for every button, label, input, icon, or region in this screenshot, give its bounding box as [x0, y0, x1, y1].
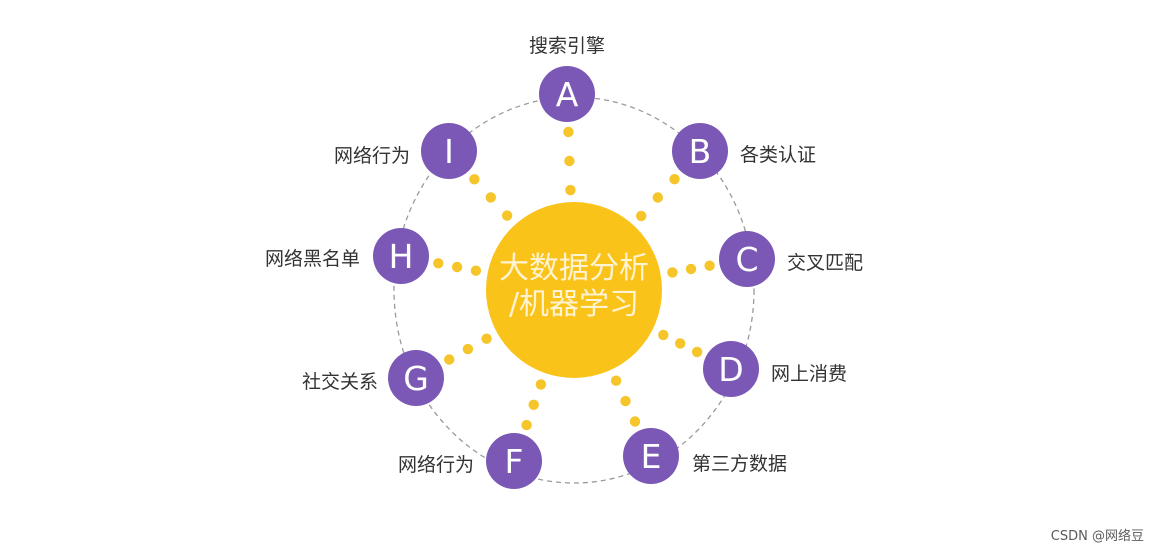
node-circle	[623, 428, 679, 484]
node-letter: H	[389, 237, 414, 276]
connector-dot	[620, 395, 631, 407]
connector-dot	[669, 174, 680, 185]
node-letter: A	[556, 75, 579, 114]
connector-dot	[469, 174, 480, 185]
node-label: 网络行为	[334, 145, 410, 167]
node-c: C 交叉匹配	[719, 231, 863, 287]
node-circle	[672, 123, 728, 179]
node-circle	[373, 228, 429, 284]
node-letter: G	[403, 359, 429, 398]
node-letter: E	[641, 437, 662, 476]
node-label: 搜索引擎	[529, 35, 605, 57]
connector-dot	[667, 267, 678, 278]
center-title-line1: 大数据分析	[499, 251, 649, 286]
node-label: 各类认证	[740, 144, 816, 166]
connector-dot	[535, 379, 547, 390]
node-circle	[719, 231, 775, 287]
watermark: CSDN @网络豆	[1050, 529, 1144, 544]
node-label: 社交关系	[302, 371, 378, 393]
node-label: 交叉匹配	[787, 252, 863, 274]
connector-dot	[629, 416, 641, 427]
node-letter: F	[505, 442, 524, 481]
connector-dot	[610, 375, 622, 386]
node-label: 网络黑名单	[265, 248, 360, 270]
node-letter: I	[444, 132, 454, 171]
connector-dot	[481, 333, 492, 344]
connector-dot	[501, 210, 513, 221]
node-f: F 网络行为	[398, 433, 542, 489]
connector-dot	[462, 343, 474, 355]
connector-dot	[565, 184, 576, 196]
node-letter: D	[718, 350, 743, 389]
connector-dot	[521, 419, 532, 431]
connector-dot	[564, 155, 575, 167]
connector-dot	[652, 192, 663, 203]
node-e: E 第三方数据	[623, 428, 787, 484]
connector-dot	[444, 354, 455, 365]
center-title-line2: /机器学习	[509, 287, 639, 322]
connector-dot	[563, 126, 574, 138]
source-nodes: A 搜索引擎 B 各类认证 C 交叉匹配 D 网上消费 E 第三方数据 F 网络行为 G 社交关系 H 网络黑…	[265, 35, 863, 489]
node-h: H 网络黑名单	[265, 228, 429, 284]
center-circle	[486, 202, 662, 378]
connector-dot	[451, 261, 463, 273]
node-circle	[388, 350, 444, 406]
node-g: G 社交关系	[302, 350, 444, 406]
node-circle	[486, 433, 542, 489]
node-b: B 各类认证	[672, 123, 816, 179]
node-circle	[421, 123, 477, 179]
connector-dot	[433, 258, 444, 269]
node-letter: C	[735, 240, 758, 279]
connector-dot	[658, 329, 669, 341]
connector-dot	[675, 338, 686, 349]
connector-dots	[433, 126, 715, 431]
node-label: 网上消费	[771, 363, 847, 385]
connector-dot	[470, 265, 482, 276]
connector-dot	[485, 192, 496, 203]
node-letter: B	[689, 132, 712, 171]
connector-dot	[704, 260, 715, 271]
orbit-ring	[393, 96, 755, 484]
connector-dot	[691, 346, 703, 358]
node-a: A 搜索引擎	[529, 35, 605, 122]
node-circle	[539, 66, 595, 122]
connector-dot	[528, 399, 539, 410]
connector-dot	[636, 210, 647, 222]
node-label: 第三方数据	[692, 453, 787, 475]
node-i: I 网络行为	[334, 123, 477, 179]
connector-dot	[685, 263, 697, 275]
node-label: 网络行为	[398, 454, 474, 476]
node-circle	[703, 341, 759, 397]
node-d: D 网上消费	[703, 341, 847, 397]
